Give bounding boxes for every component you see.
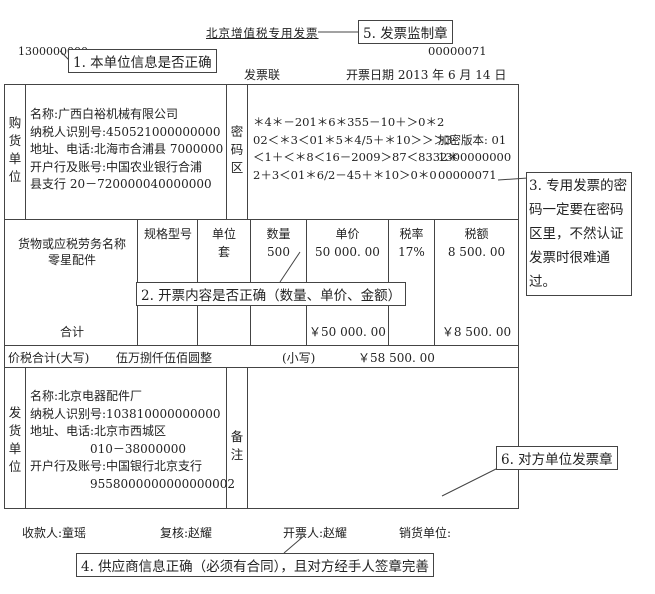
cipher-side-line	[438, 114, 511, 132]
cipher-line: 02＜＊3＜01＊5＊4/5＋＊10＞＞＞3	[253, 132, 453, 147]
callout-invoice-seal: 5. 发票监制章	[358, 20, 453, 44]
issuer: 开票人:赵耀	[283, 526, 348, 540]
seller-name: 名称:北京电器配件厂	[30, 389, 143, 403]
item-unit: 套	[217, 245, 230, 259]
col-header-tax: 税额	[464, 227, 489, 241]
grand-total-small-label: (小写)	[282, 351, 316, 365]
payee: 收款人:童瑶	[22, 526, 87, 540]
callout-supplier-info: 4. 供应商信息正确（必须有合同），且对方经手人签章完善	[76, 553, 434, 577]
buyer-info: 名称:广西白裕机械有限公司 纳税人识别号:450521000000000 地址、…	[30, 106, 223, 194]
buyer-label: 购货单位	[8, 115, 22, 184]
remark-label: 备注	[230, 429, 244, 462]
grand-total-caps-value: 伍万捌仟伍佰圆整	[116, 351, 213, 365]
total-amount: ￥50 000. 00	[309, 325, 386, 339]
seller-info: 名称:北京电器配件厂 纳税人识别号:103810000000000 地址、电话:…	[30, 388, 235, 493]
item-price: 50 000. 00	[315, 245, 380, 259]
buyer-address: 地址、电话:北海市合浦县 7000000	[30, 142, 224, 156]
callout-own-info: 1. 本单位信息是否正确	[68, 49, 217, 73]
cipher-code: ＊4＊－201＊6＊355－10＋＞0＊2 02＜＊3＜01＊5＊4/5＋＊10…	[253, 114, 459, 184]
col-header-name: 货物或应税劳务名称	[17, 237, 126, 251]
col-header-rate: 税率	[399, 227, 424, 241]
seller-tax-id: 纳税人识别号:103810000000000	[30, 406, 221, 421]
total-label: 合计	[59, 325, 84, 339]
col-header-qty: 数量	[266, 227, 291, 241]
invoice-title: 北京增值税专用发票	[206, 26, 319, 40]
cipher-line: 2＋3＜01＊6/2－45＋＊10＞0＊0	[253, 167, 437, 182]
seller-address: 地址、电话:北京市西城区	[30, 424, 167, 438]
seller-bank-account: 9558000000000000002	[30, 476, 236, 491]
col-header-price: 单价	[335, 227, 360, 241]
grand-total-caps-label: 价税合计(大写)	[8, 351, 90, 365]
buyer-name: 名称:广西白裕机械有限公司	[30, 107, 179, 121]
item-tax: 8 500. 00	[447, 245, 506, 259]
total-tax: ￥8 500. 00	[441, 325, 512, 339]
cipher-side-number: 00000071	[438, 167, 497, 182]
callout-counterparty-seal: 6. 对方单位发票章	[496, 446, 618, 470]
item-name: 零星配件	[47, 253, 96, 267]
seller-label: 发货单位	[8, 405, 22, 474]
cipher-label: 密码区	[230, 124, 244, 175]
callout-content-check: 2. 开票内容是否正确（数量、单价、金额）	[136, 282, 407, 306]
reviewer: 复核:赵耀	[160, 526, 213, 540]
buyer-bank-account: 县支行 20－720000040000000	[30, 177, 212, 191]
issue-date: 开票日期 2013 年 6 月 14 日	[346, 68, 507, 82]
seller-phone: 010－38000000	[30, 441, 186, 456]
callout-cipher-area: 3. 专用发票的密码一定要在密码区里，不然认证发票时很难通过。	[526, 172, 632, 296]
seller-bank: 开户行及账号:中国银行北京支行	[30, 459, 203, 473]
buyer-bank: 开户行及账号:中国农业银行合浦	[30, 159, 203, 174]
col-header-spec: 规格型号	[143, 227, 192, 241]
cipher-line: ＊4＊－201＊6＊355－10＋＞0＊2	[253, 115, 445, 129]
cipher-side-code: 1300000000	[438, 150, 512, 164]
col-header-unit: 单位	[211, 227, 236, 241]
item-rate: 17%	[398, 245, 425, 259]
cipher-side-info: 加密版本: 01 1300000000 00000071	[438, 114, 511, 184]
invoice-number: 00000071	[428, 44, 487, 58]
copy-label: 发票联	[244, 68, 281, 82]
cipher-line: ＜1＋＜＊8＜16－2009＞87＜8332＊	[253, 150, 459, 164]
encrypt-version: 加密版本: 01	[438, 132, 507, 147]
grand-total-small-value: ￥58 500. 00	[358, 351, 435, 365]
buyer-tax-id: 纳税人识别号:450521000000000	[30, 124, 221, 139]
item-qty: 500	[267, 245, 290, 259]
callout-cipher-text: 3. 专用发票的密码一定要在密码区里，不然认证发票时很难通过。	[529, 178, 628, 290]
seller-unit: 销货单位:	[399, 526, 452, 540]
